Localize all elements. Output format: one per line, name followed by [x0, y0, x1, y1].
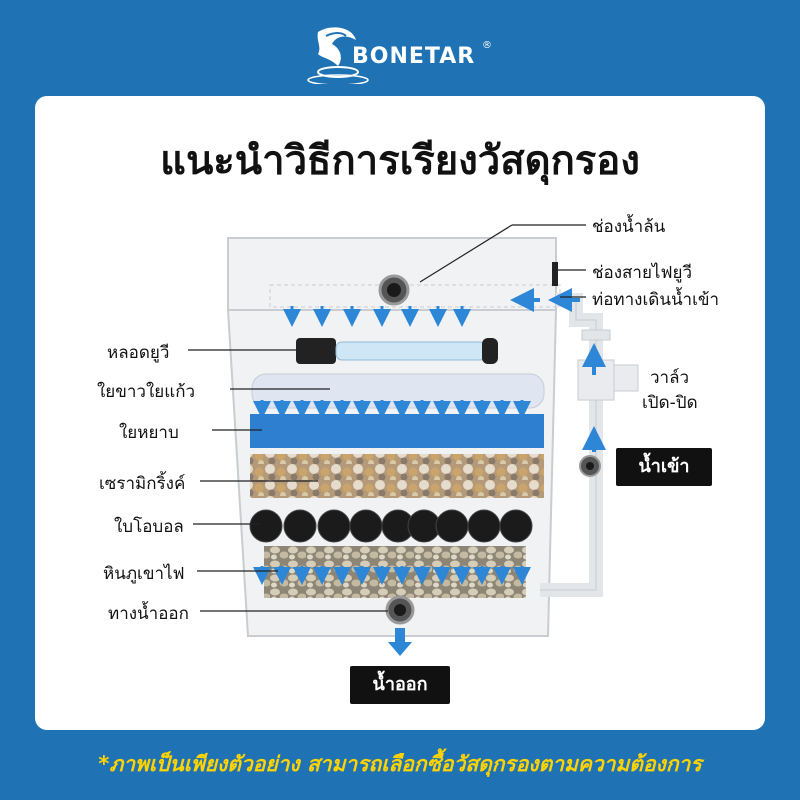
brand-name: BONETAR [352, 44, 476, 69]
white-wool-label: ใยขาวใยแก้ว [97, 382, 196, 402]
uv-cable-label: ช่องสายไฟยูวี [592, 263, 693, 283]
uv-lamp-label: หลอดยูวี [107, 343, 170, 363]
coarse-sponge-label: ใยหยาบ [119, 423, 179, 443]
white-wool-layer [251, 373, 545, 409]
water-out-label: น้ำออก [350, 666, 450, 704]
lava-rock-label: หินภูเขาไฟ [103, 564, 185, 584]
page-title: แนะนำวิธีการเรียงวัสดุกรอง [160, 138, 640, 184]
bio-ball-layer [249, 509, 533, 543]
ceramic-ring-layer [250, 454, 544, 498]
valve-sub-label: เปิด-ปิด [642, 393, 698, 413]
overflow-label: ช่องน้ำล้น [592, 217, 666, 237]
bio-ball-label: ใบโอบอล [114, 517, 184, 537]
footer-note: *ภาพเป็นเพียงตัวอย่าง สามารถเลือกซื้อวัส… [98, 752, 702, 776]
ceramic-ring-label: เซรามิกริ้งค์ [99, 474, 186, 494]
outflow-arrow [388, 642, 412, 656]
valve-label: วาล์ว [650, 368, 690, 388]
registered-mark: ® [482, 40, 492, 51]
uv-lamp [296, 338, 498, 364]
dolphin-icon [307, 27, 369, 84]
valve-handle [613, 364, 639, 392]
coarse-sponge-layer [250, 414, 544, 448]
uv-cable-port [552, 262, 558, 286]
inlet-pipe-label: ท่อทางเดินน้ำเข้า [592, 290, 720, 310]
outlet-label: ทางน้ำออก [108, 604, 189, 624]
brand-header: BONETAR ® [0, 14, 800, 84]
water-in-label: น้ำเข้า [616, 448, 712, 486]
